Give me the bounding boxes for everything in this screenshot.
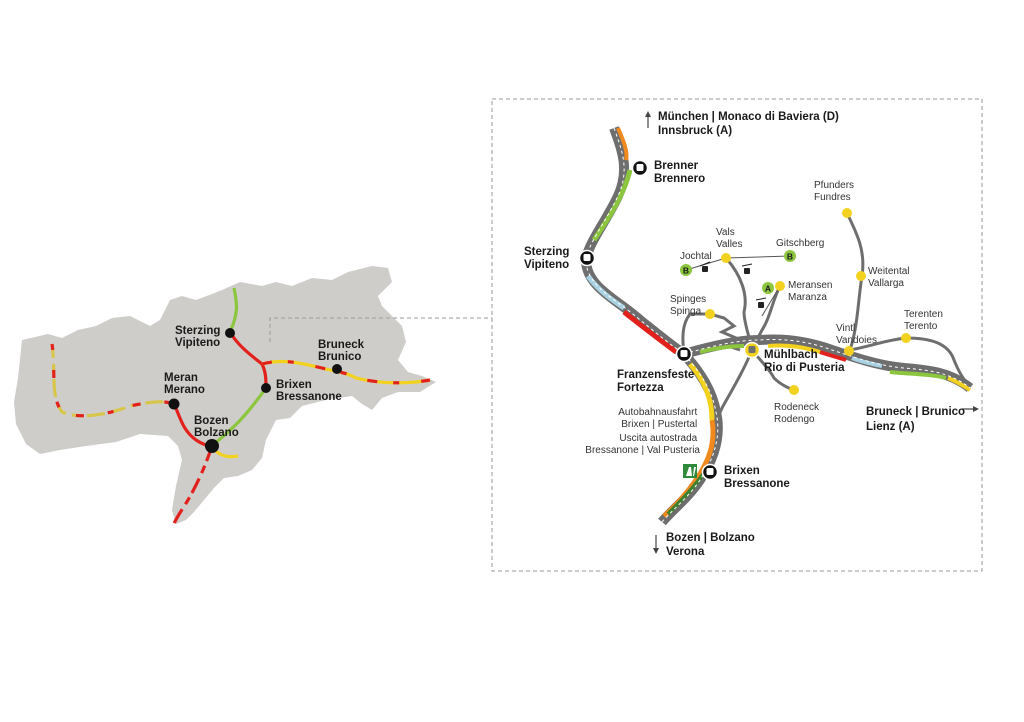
bottom-destination-label: Bozen | Bolzano Verona: [666, 532, 758, 558]
gondola-icon: [741, 263, 753, 274]
train-icon: [748, 346, 756, 353]
main-road-south-yellow: [688, 362, 715, 421]
place-dot-weitental: [856, 271, 866, 281]
gondola-icon: [755, 297, 767, 308]
main-road-light-blue: [585, 274, 626, 311]
main-road-red-franz: [622, 310, 678, 354]
station-label-sterzing: Sterzing Vipiteno: [524, 246, 573, 271]
train-station-sterzing: [578, 249, 596, 267]
city-label-bozen: Bozen Bolzano: [194, 415, 239, 439]
city-dot-sterzing: [225, 328, 235, 338]
train-station-muehlbach: [743, 341, 761, 359]
svg-text:A: A: [765, 284, 771, 294]
place-dot-pfunders: [842, 208, 852, 218]
road-rodeneck: [750, 349, 795, 392]
train-icon: [636, 164, 644, 171]
svg-text:B: B: [787, 252, 793, 262]
city-label-bruneck: Bruneck Brunico: [318, 339, 367, 363]
svg-text:B: B: [683, 266, 689, 276]
place-label-meransen: Meransen Maranza: [788, 280, 835, 303]
place-label-spinges: Spinges Spinga: [670, 294, 709, 317]
city-dot-bruneck: [332, 364, 342, 374]
train-station-brenner: [631, 159, 649, 177]
overview-road-sterzing: [228, 287, 239, 333]
overview-road-pustertal-red: [261, 359, 431, 385]
train-station-franzensfeste: [675, 345, 693, 363]
zoom-connector: [269, 317, 492, 342]
up-arrow: [645, 111, 651, 128]
station-label-franzensfeste: Franzensfeste Fortezza: [617, 369, 698, 394]
overview-map: Sterzing Vipiteno Bruneck Brunico Meran …: [14, 266, 436, 525]
place-label-rodeneck: Rodeneck Rodengo: [774, 402, 822, 425]
main-road-pustertal-green: [699, 344, 745, 354]
down-arrow: [653, 535, 659, 554]
train-icon: [706, 468, 714, 475]
city-dot-brixen: [261, 383, 271, 393]
lift-badge-jochtal: B: [680, 264, 692, 276]
gondola-gitschberg: [725, 255, 791, 259]
south-tyrol-region-shape: [14, 266, 436, 524]
motorway-icon: [683, 464, 697, 478]
right-destination-label: Bruneck | Brunico Lienz (A): [866, 406, 968, 433]
train-station-brixen: [701, 463, 719, 481]
detail-frame: [491, 98, 983, 572]
station-label-brixen: Brixen Bressanone: [724, 465, 790, 490]
train-icon: [680, 350, 688, 357]
lift-badge-gitschberg: B: [784, 250, 796, 262]
main-road-pustertal-yellow2: [947, 376, 972, 392]
city-dot-bozen: [205, 439, 219, 453]
city-label-meran: Meran Merano: [164, 372, 205, 396]
main-road-pustertal-green2: [889, 370, 947, 380]
place-dot-meransen: [775, 281, 785, 291]
detail-map: München | Monaco di Baviera (D) Innsbruc…: [524, 111, 979, 558]
gondola-icon: [699, 261, 711, 272]
place-dot-spinges: [705, 309, 715, 319]
overview-road-south: [172, 445, 214, 525]
right-arrow: [962, 406, 979, 412]
main-road-brenner-orange: [616, 127, 629, 161]
place-label-jochtal: Jochtal: [680, 251, 712, 262]
overview-road-west: [50, 343, 175, 418]
place-dot-vals: [721, 253, 731, 263]
city-label-sterzing: Sterzing Vipiteno: [175, 325, 224, 349]
place-dot-terenten: [901, 333, 911, 343]
place-label-weitental: Weitental Vallarga: [868, 266, 912, 289]
station-label-muehlbach: Mühlbach Rio di Pusteria: [764, 349, 845, 374]
place-dot-vintl: [844, 346, 854, 356]
place-dot-rodeneck: [789, 385, 799, 395]
lift-badge-meransen: A: [762, 282, 774, 294]
place-label-terenten: Terenten Terento: [904, 309, 946, 332]
main-road-brenner-green: [591, 169, 633, 242]
place-label-vals: Vals Valles: [716, 227, 743, 250]
main-road-pustertal-red: [819, 350, 847, 362]
top-destination-label: München | Monaco di Baviera (D) Innsbruc…: [658, 111, 842, 137]
main-road-pustertal-lightblue: [851, 356, 883, 368]
place-label-gitschberg: Gitschberg: [776, 238, 824, 249]
main-road-brenner-base: [580, 126, 723, 526]
motorway-exit-label: Autobahnausfahrt Brixen | Pustertal Usci…: [585, 407, 700, 456]
train-icon: [583, 254, 591, 261]
station-label-brenner: Brenner Brennero: [654, 160, 705, 185]
gondola-meransen: [761, 285, 781, 317]
place-label-vintl: Vintl Vandoies: [836, 323, 877, 346]
city-label-brixen: Brixen Bressanone: [276, 379, 342, 403]
main-road-pustertal-dash: [683, 339, 971, 389]
place-label-pfunders: Pfunders Fundres: [814, 180, 857, 203]
city-dot-meran: [168, 398, 180, 410]
main-road-pustertal-yellow: [767, 343, 821, 354]
